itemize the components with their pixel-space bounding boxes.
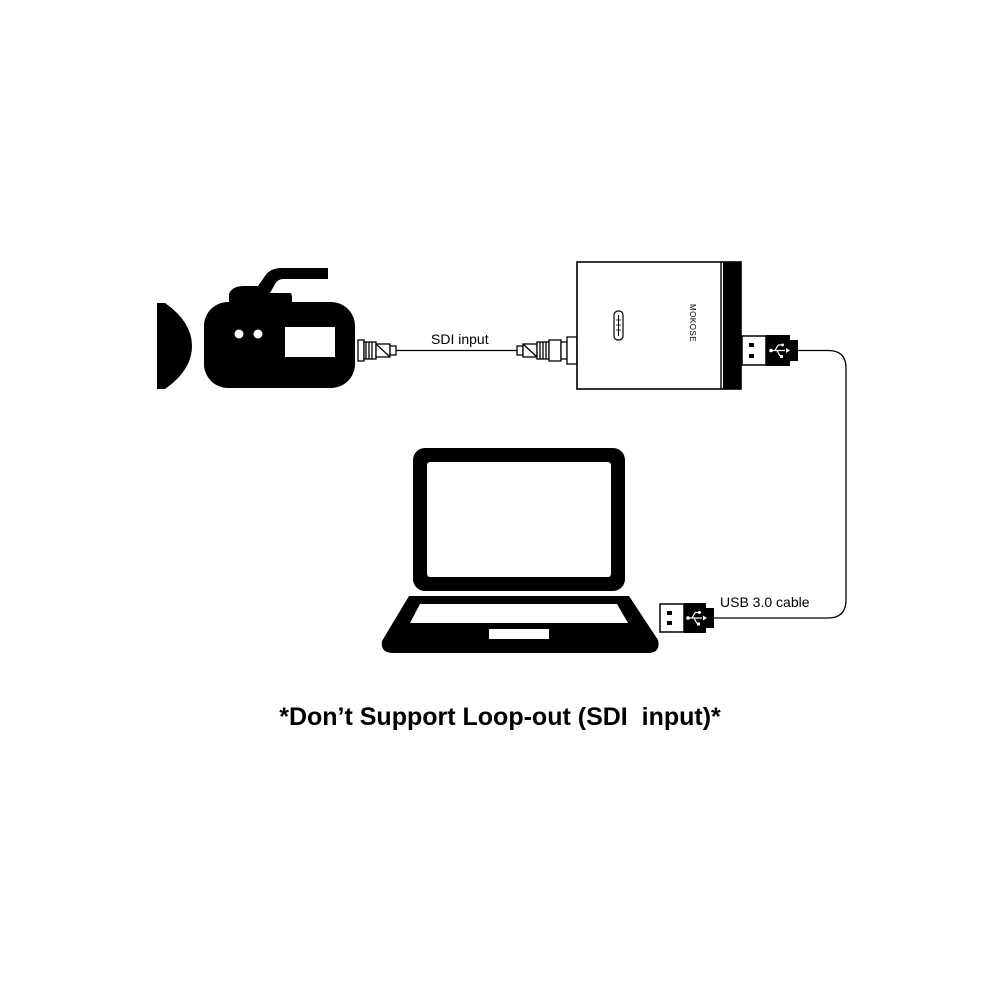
bnc-connector-right: [516, 336, 578, 365]
video-camera-icon: [157, 268, 355, 389]
laptop-icon: [381, 448, 659, 653]
usb-plug-device: [741, 335, 798, 366]
device-brand-label: MOKOSE: [688, 304, 697, 342]
usb-plug-laptop: [659, 603, 714, 633]
footnote-caption: *Don’t Support Loop-out (SDI input)*: [279, 703, 721, 731]
sdi-input-label: SDI input: [431, 331, 489, 347]
bnc-connector-left: [357, 339, 397, 362]
usb-cable: [712, 349, 847, 619]
capture-card-icon: MOKOSE: [576, 261, 742, 390]
usb-cable-label: USB 3.0 cable: [720, 594, 810, 610]
